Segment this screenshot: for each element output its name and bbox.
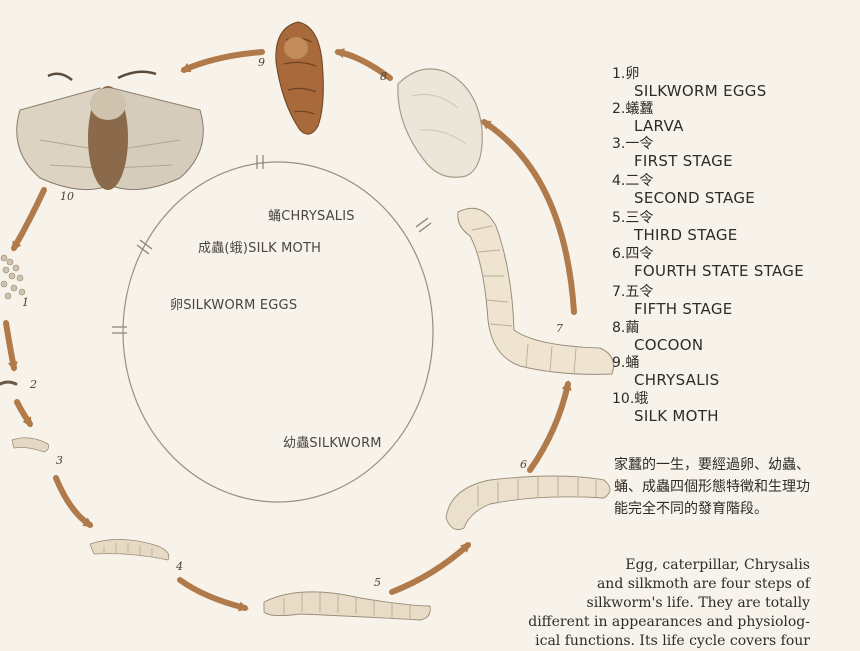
arrow-2-to-3 bbox=[14, 399, 33, 428]
silkworm-eggs-illustration bbox=[0, 254, 26, 300]
inner-cycle-ring bbox=[122, 161, 434, 503]
stage-number-10: 10 bbox=[60, 190, 74, 203]
stage-number-8: 8 bbox=[380, 70, 387, 83]
arrow-4-to-5 bbox=[177, 577, 249, 612]
stage-number-9: 9 bbox=[258, 56, 265, 69]
description-english: Egg, caterpillar, Chrysalis and silkmoth… bbox=[528, 557, 810, 649]
first-stage-illustration bbox=[11, 437, 49, 453]
ring-label-chrysalis: 蛹CHRYSALIS bbox=[268, 209, 355, 224]
arrow-9-to-10 bbox=[180, 49, 265, 73]
stage-number-7: 7 bbox=[556, 322, 563, 335]
arrow-10-to-1 bbox=[11, 187, 47, 252]
fifth-stage-illustration bbox=[457, 207, 614, 375]
stage-number-4: 4 bbox=[176, 560, 183, 573]
ring-dividers bbox=[112, 155, 432, 334]
ring-label-silk-moth: 成蟲(蛾)SILK MOTH bbox=[198, 241, 322, 256]
stage-number-3: 3 bbox=[56, 454, 63, 467]
stage-number-5: 5 bbox=[374, 576, 381, 589]
third-stage-illustration bbox=[263, 591, 431, 621]
chrysalis-illustration bbox=[275, 21, 324, 135]
description-chinese: 家蠶的一生，要經過卵、幼蟲、蛹、成蟲四個形態特徵和生理功能完全不同的發育階段。 bbox=[614, 457, 810, 517]
arrow-6-to-7 bbox=[527, 380, 572, 473]
ring-label-silkworm-eggs: 卵SILKWORM EGGS bbox=[170, 298, 298, 313]
arrow-5-to-6 bbox=[389, 542, 471, 595]
larva-illustration bbox=[0, 380, 18, 386]
ring-label-silkworm: 幼蟲SILKWORM bbox=[283, 436, 382, 451]
silk-moth-illustration bbox=[16, 70, 204, 191]
cycle-arrows bbox=[3, 48, 577, 612]
arrow-1-to-2 bbox=[3, 320, 18, 372]
arrow-3-to-4 bbox=[53, 475, 94, 528]
arrow-8-to-9 bbox=[334, 48, 393, 81]
fourth-stage-illustration bbox=[445, 475, 611, 531]
arrow-7-to-8 bbox=[480, 119, 577, 315]
stage-number-6: 6 bbox=[520, 458, 527, 471]
stage-number-2: 2 bbox=[30, 378, 37, 391]
second-stage-illustration bbox=[89, 539, 170, 561]
stage-number-1: 1 bbox=[22, 296, 29, 309]
cocoon-illustration bbox=[397, 68, 483, 178]
